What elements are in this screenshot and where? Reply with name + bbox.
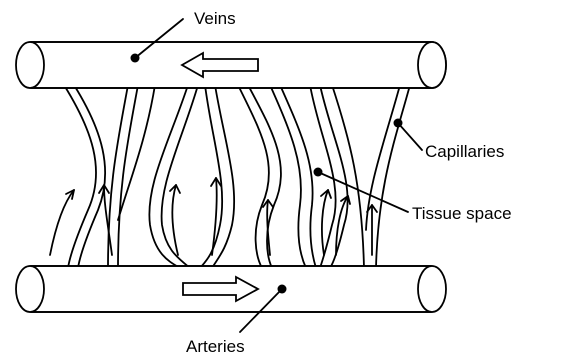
capillaries xyxy=(64,85,410,268)
capillaries-label: Capillaries xyxy=(425,142,504,161)
tissue-space-label: Tissue space xyxy=(412,204,512,223)
arteries-label: Arteries xyxy=(186,337,245,356)
veins-label: Veins xyxy=(194,9,236,28)
